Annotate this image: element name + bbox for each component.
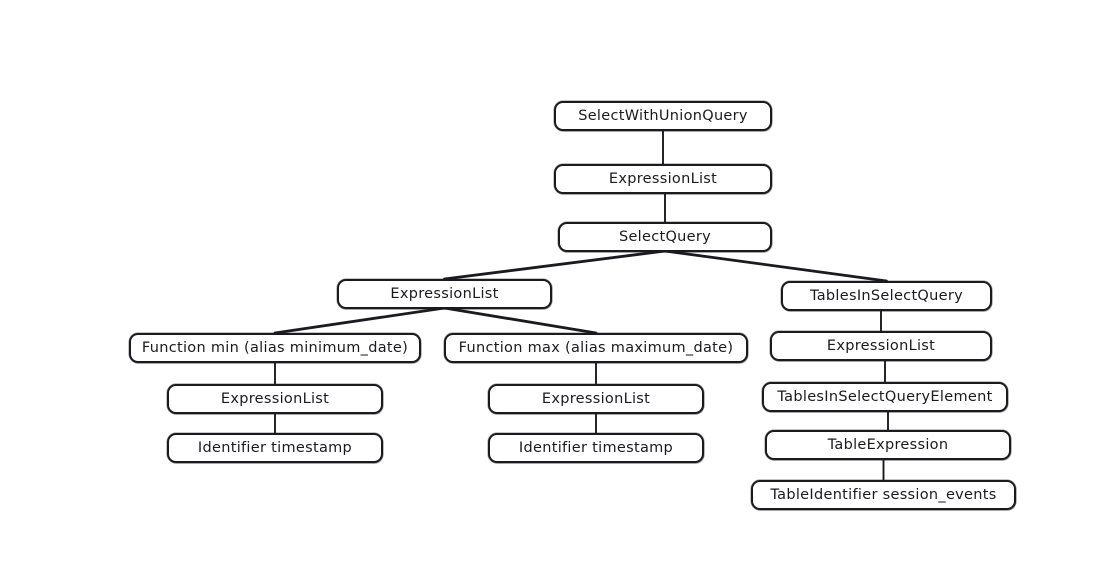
ast-node-label: ExpressionList xyxy=(826,338,936,354)
ast-node-label: Identifier timestamp xyxy=(518,440,674,456)
ast-node-label: TablesInSelectQuery xyxy=(809,288,963,304)
ast-node[interactable]: ExpressionList xyxy=(337,279,552,309)
ast-node[interactable]: Function max (alias maximum_date) xyxy=(444,333,748,363)
ast-node-label: TableExpression xyxy=(827,437,949,453)
ast-node[interactable]: TablesInSelectQuery xyxy=(781,281,992,311)
ast-node[interactable]: ExpressionList xyxy=(167,384,383,414)
ast-node-label: Function min (alias minimum_date) xyxy=(141,340,409,356)
ast-node-label: ExpressionList xyxy=(608,171,718,187)
ast-node[interactable]: Function min (alias minimum_date) xyxy=(129,333,421,363)
ast-node[interactable]: TablesInSelectQueryElement xyxy=(762,382,1008,412)
ast-node-label: SelectQuery xyxy=(618,229,712,245)
ast-node[interactable]: TableIdentifier session_events xyxy=(751,480,1016,510)
ast-node[interactable]: TableExpression xyxy=(765,430,1011,460)
ast-node-label: ExpressionList xyxy=(390,286,499,302)
ast-node-label: TableIdentifier session_events xyxy=(770,487,997,503)
ast-edge xyxy=(443,249,667,281)
ast-node-label: ExpressionList xyxy=(541,391,651,407)
ast-node-label: Function max (alias maximum_date) xyxy=(458,340,734,356)
ast-node-label: SelectWithUnionQuery xyxy=(578,108,748,124)
ast-node[interactable]: Identifier timestamp xyxy=(488,433,704,463)
ast-edge xyxy=(273,306,446,335)
ast-node[interactable]: Identifier timestamp xyxy=(167,433,383,463)
ast-edge xyxy=(443,306,598,335)
ast-node[interactable]: ExpressionList xyxy=(554,164,772,194)
ast-edge xyxy=(663,249,888,283)
ast-node[interactable]: SelectWithUnionQuery xyxy=(554,101,772,131)
ast-node[interactable]: ExpressionList xyxy=(488,384,704,414)
ast-node-label: TablesInSelectQueryElement xyxy=(777,389,993,405)
ast-node[interactable]: ExpressionList xyxy=(770,331,992,361)
ast-node[interactable]: SelectQuery xyxy=(558,222,772,252)
ast-node-label: ExpressionList xyxy=(220,391,330,407)
ast-node-label: Identifier timestamp xyxy=(197,440,353,456)
